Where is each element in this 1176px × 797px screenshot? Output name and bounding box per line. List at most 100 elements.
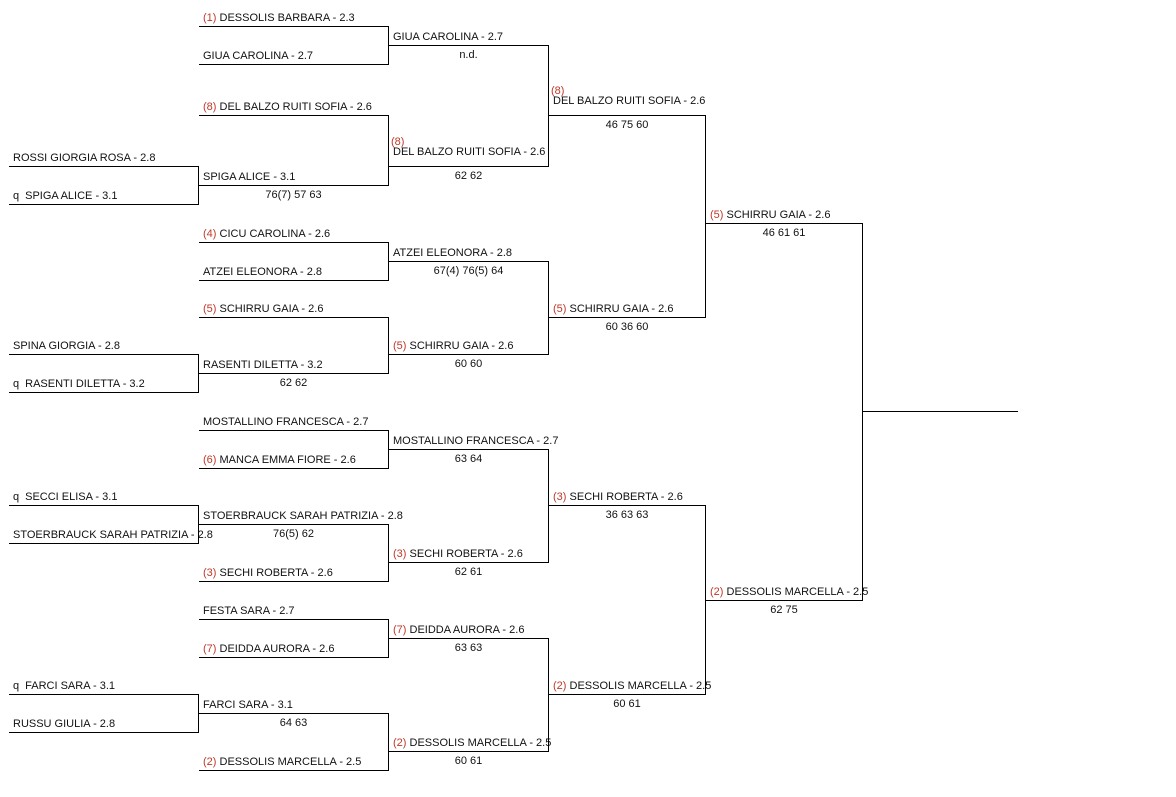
player-name: DEL BALZO RUITI SOFIA - 2.6 bbox=[393, 146, 546, 158]
seed-number: (5) bbox=[710, 209, 724, 221]
player-entry: FESTA SARA - 2.7 bbox=[203, 605, 295, 618]
player-name: DEL BALZO RUITI SOFIA - 2.6 bbox=[553, 95, 706, 107]
player-name: GIUA CAROLINA - 2.7 bbox=[393, 31, 504, 43]
seed-number: (8) bbox=[391, 136, 405, 148]
player-entry: GIUA CAROLINA - 2.7 bbox=[393, 31, 503, 44]
match-score: n.d. bbox=[459, 49, 478, 61]
bracket-slot-line bbox=[706, 600, 862, 601]
player-entry: MOSTALLINO FRANCESCA - 2.7 bbox=[393, 435, 558, 448]
bracket-slot-line bbox=[199, 770, 388, 771]
player-entry: (1) DESSOLIS BARBARA - 2.3 bbox=[203, 12, 355, 25]
player-name: SPINA GIORGIA - 2.8 bbox=[13, 340, 120, 352]
player-name: CICU CAROLINA - 2.6 bbox=[219, 228, 331, 240]
bracket-slot-line bbox=[389, 354, 548, 355]
player-entry: SPINA GIORGIA - 2.8 bbox=[13, 340, 120, 353]
seed-number: (2) bbox=[393, 737, 407, 749]
seed-number: (1) bbox=[203, 12, 217, 24]
bracket-slot-line bbox=[9, 204, 198, 205]
match-score: 62 75 bbox=[770, 604, 798, 616]
bracket-slot-line bbox=[199, 581, 388, 582]
player-entry: (8) DEL BALZO RUITI SOFIA - 2.6 bbox=[203, 101, 372, 114]
player-entry: (2) DESSOLIS MARCELLA - 2.5 bbox=[553, 680, 711, 693]
qualifier-marker: q bbox=[13, 190, 20, 202]
match-score: 62 62 bbox=[279, 377, 308, 389]
seed-number: (5) bbox=[203, 303, 217, 315]
player-name: SCHIRRU GAIA - 2.6 bbox=[219, 303, 324, 315]
bracket-slot-line bbox=[389, 261, 548, 262]
bracket-connector bbox=[705, 115, 706, 318]
bracket-slot-line bbox=[199, 26, 388, 27]
seed-number: (4) bbox=[203, 228, 217, 240]
player-entry: RASENTI DILETTA - 3.2 bbox=[203, 359, 323, 372]
match-score: 63 64 bbox=[454, 453, 483, 465]
seed-number: (3) bbox=[553, 491, 567, 503]
bracket-connector bbox=[388, 619, 389, 658]
player-name: RASENTI DILETTA - 3.2 bbox=[25, 378, 145, 390]
player-entry: (5) SCHIRRU GAIA - 2.6 bbox=[553, 303, 673, 316]
bracket-connector bbox=[705, 505, 706, 695]
bracket-slot-line bbox=[199, 373, 388, 374]
bracket-connector bbox=[198, 166, 199, 205]
match-score: 60 36 60 bbox=[605, 321, 649, 333]
player-name: DEIDDA AURORA - 2.6 bbox=[219, 643, 335, 655]
match-score: 60 60 bbox=[454, 358, 483, 370]
seed-number: (7) bbox=[203, 643, 217, 655]
match-score: 46 75 60 bbox=[605, 119, 649, 131]
bracket-connector bbox=[862, 223, 863, 601]
player-entry: (3) SECHI ROBERTA - 2.6 bbox=[553, 491, 683, 504]
player-name: ROSSI GIORGIA ROSA - 2.8 bbox=[13, 152, 156, 164]
match-score: 64 63 bbox=[279, 717, 308, 729]
bracket-connector bbox=[388, 430, 389, 469]
bracket-slot-line bbox=[199, 430, 388, 431]
bracket-slot-line bbox=[199, 185, 388, 186]
bracket-slot-line bbox=[389, 45, 548, 46]
player-entry: ATZEI ELEONORA - 2.8 bbox=[203, 266, 322, 279]
bracket-slot-line bbox=[9, 505, 198, 506]
player-name: DEIDDA AURORA - 2.6 bbox=[409, 624, 525, 636]
seed-number: (2) bbox=[553, 680, 567, 692]
seed-number: (7) bbox=[393, 624, 407, 636]
player-name: SCHIRRU GAIA - 2.6 bbox=[726, 209, 831, 221]
match-score: 60 61 bbox=[613, 698, 641, 710]
player-name: STOERBRAUCK SARAH PATRIZIA - 2.8 bbox=[203, 510, 403, 522]
player-name: DESSOLIS BARBARA - 2.3 bbox=[219, 12, 355, 24]
player-name: DESSOLIS MARCELLA - 2.5 bbox=[726, 586, 869, 598]
player-entry: (5) SCHIRRU GAIA - 2.6 bbox=[203, 303, 323, 316]
bracket-slot-line bbox=[9, 543, 198, 544]
bracket-connector bbox=[388, 242, 389, 281]
bracket-slot-line bbox=[9, 694, 198, 695]
player-entry: (7) DEIDDA AURORA - 2.6 bbox=[203, 643, 334, 656]
match-score: 67(4) 76(5) 64 bbox=[433, 265, 504, 277]
player-name: SECCI ELISA - 3.1 bbox=[25, 491, 118, 503]
bracket-slot-line bbox=[199, 64, 388, 65]
seed-number: (6) bbox=[203, 454, 217, 466]
player-entry: (5) SCHIRRU GAIA - 2.6 bbox=[393, 340, 513, 353]
seed-number: (3) bbox=[393, 548, 407, 560]
bracket-slot-line bbox=[199, 713, 388, 714]
player-name: MANCA EMMA FIORE - 2.6 bbox=[219, 454, 356, 466]
bracket-connector bbox=[198, 694, 199, 733]
bracket-connector bbox=[548, 449, 549, 563]
player-name: GIUA CAROLINA - 2.7 bbox=[203, 50, 314, 62]
qualifier-marker: q bbox=[13, 378, 20, 390]
bracket-connector bbox=[388, 26, 389, 65]
seed-number: (5) bbox=[393, 340, 407, 352]
player-entry: (7) DEIDDA AURORA - 2.6 bbox=[393, 624, 524, 637]
player-name: ATZEI ELEONORA - 2.8 bbox=[203, 266, 322, 278]
player-entry: (3) SECHI ROBERTA - 2.6 bbox=[393, 548, 523, 561]
bracket-connector bbox=[548, 45, 549, 167]
bracket-slot-line bbox=[199, 524, 388, 525]
seed-number: (8) bbox=[551, 85, 565, 97]
player-entry: RUSSU GIULIA - 2.8 bbox=[13, 718, 115, 731]
seed-number: (5) bbox=[553, 303, 567, 315]
player-entry: ROSSI GIORGIA ROSA - 2.8 bbox=[13, 152, 155, 165]
bracket-slot-line bbox=[199, 619, 388, 620]
bracket-slot-line bbox=[389, 562, 548, 563]
player-name: SPIGA ALICE - 3.1 bbox=[203, 171, 296, 183]
seed-number: (8) bbox=[203, 101, 217, 113]
qualifier-marker: q bbox=[13, 680, 20, 692]
player-entry: DEL BALZO RUITI SOFIA - 2.6 bbox=[553, 95, 705, 108]
seed-number: (2) bbox=[710, 586, 724, 598]
